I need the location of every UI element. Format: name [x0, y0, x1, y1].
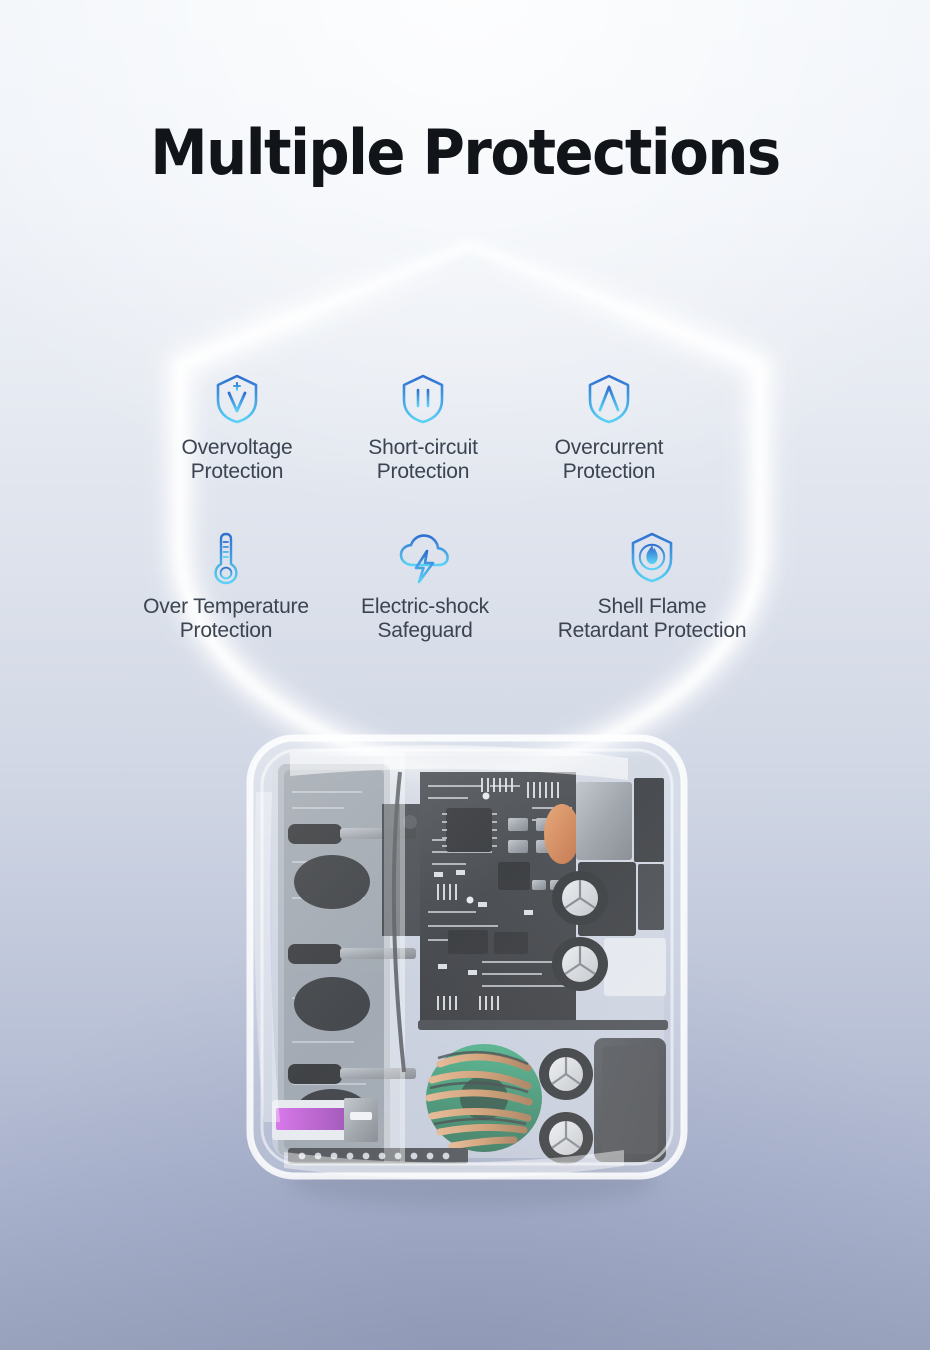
feature-overvoltage: Overvoltage Protection: [144, 372, 330, 483]
transparent-shell: [246, 734, 688, 1180]
feature-label: Shell Flame Retardant Protection: [557, 595, 747, 642]
feature-label: Overvoltage Protection: [181, 436, 293, 483]
feature-overcurrent: Overcurrent Protection: [516, 372, 702, 483]
feature-label: Short-circuit Protection: [368, 436, 478, 483]
shield-voltage-icon: [214, 372, 260, 426]
shield-flame-icon: [629, 531, 675, 585]
feature-flame-retardant: Shell Flame Retardant Protection: [514, 531, 790, 642]
feature-electric-shock: Electric-shock Safeguard: [336, 531, 514, 642]
thermometer-icon: [209, 531, 243, 585]
feature-row-2: Over Temperature Protection Electric-s: [116, 531, 790, 642]
feature-short-circuit: Short-circuit Protection: [330, 372, 516, 483]
shield-short-circuit-icon: [400, 372, 446, 426]
page-title: Multiple Protections: [150, 116, 781, 189]
cloud-lightning-icon: [396, 531, 454, 585]
feature-row-1: Overvoltage Protection Sh: [144, 372, 790, 483]
feature-label: Electric-shock Safeguard: [361, 595, 489, 642]
feature-label: Over Temperature Protection: [143, 595, 309, 642]
shield-ampere-icon: [586, 372, 632, 426]
product-image-transparent-charger: [232, 712, 702, 1222]
feature-label: Overcurrent Protection: [554, 436, 664, 483]
protection-feature-grid: Overvoltage Protection Sh: [140, 372, 790, 642]
feature-over-temperature: Over Temperature Protection: [116, 531, 336, 642]
